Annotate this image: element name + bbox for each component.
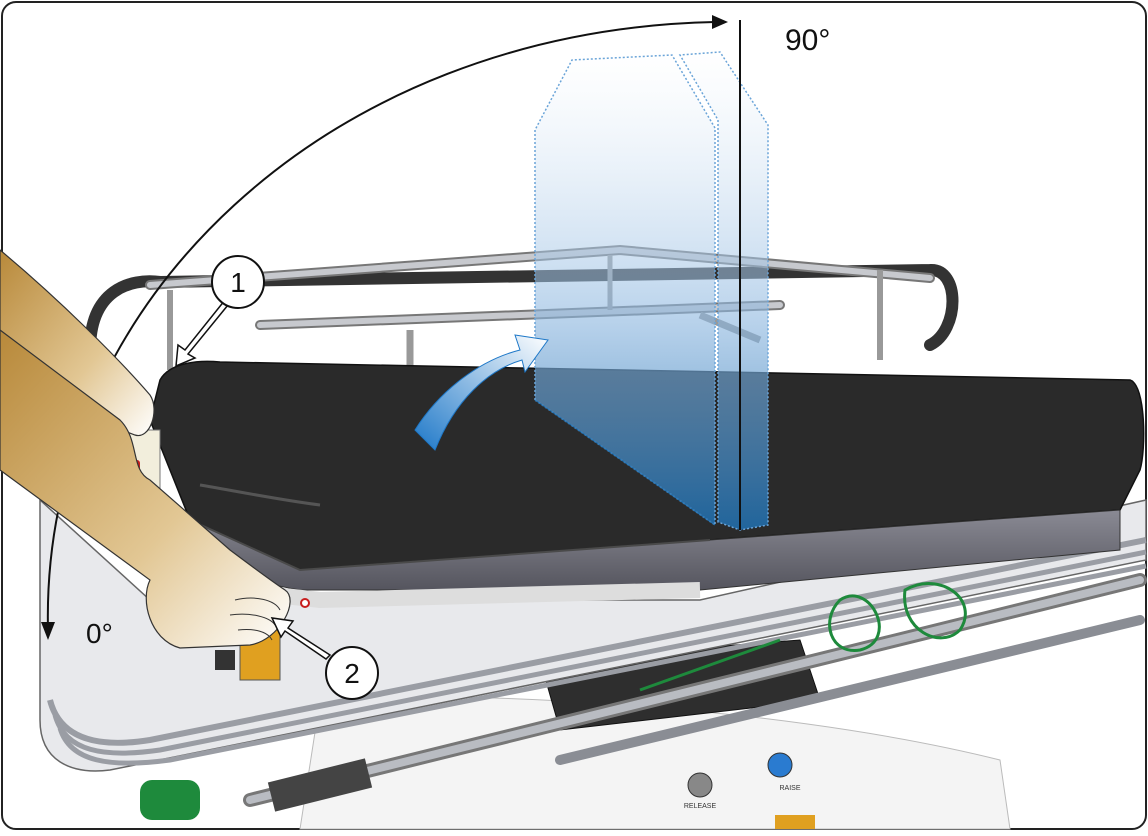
raise-direction-arrow [414, 334, 549, 451]
callout-2: 2 [270, 617, 379, 700]
backrest-raised-outline [534, 51, 769, 531]
callout-1-number: 1 [230, 267, 246, 298]
callout-2-number: 2 [344, 658, 360, 689]
raise-pedal-icon [767, 752, 793, 778]
callout-1: 1 [175, 255, 265, 368]
raise-pedal-label: RAISE [779, 785, 800, 792]
operator-hand-lower [0, 329, 291, 649]
release-pedal-icon [687, 772, 713, 798]
release-pedal-label: RELEASE [684, 803, 717, 810]
angle-label-0: 0° [86, 618, 113, 649]
green-knob [140, 780, 200, 820]
angle-label-90: 90° [785, 24, 830, 57]
